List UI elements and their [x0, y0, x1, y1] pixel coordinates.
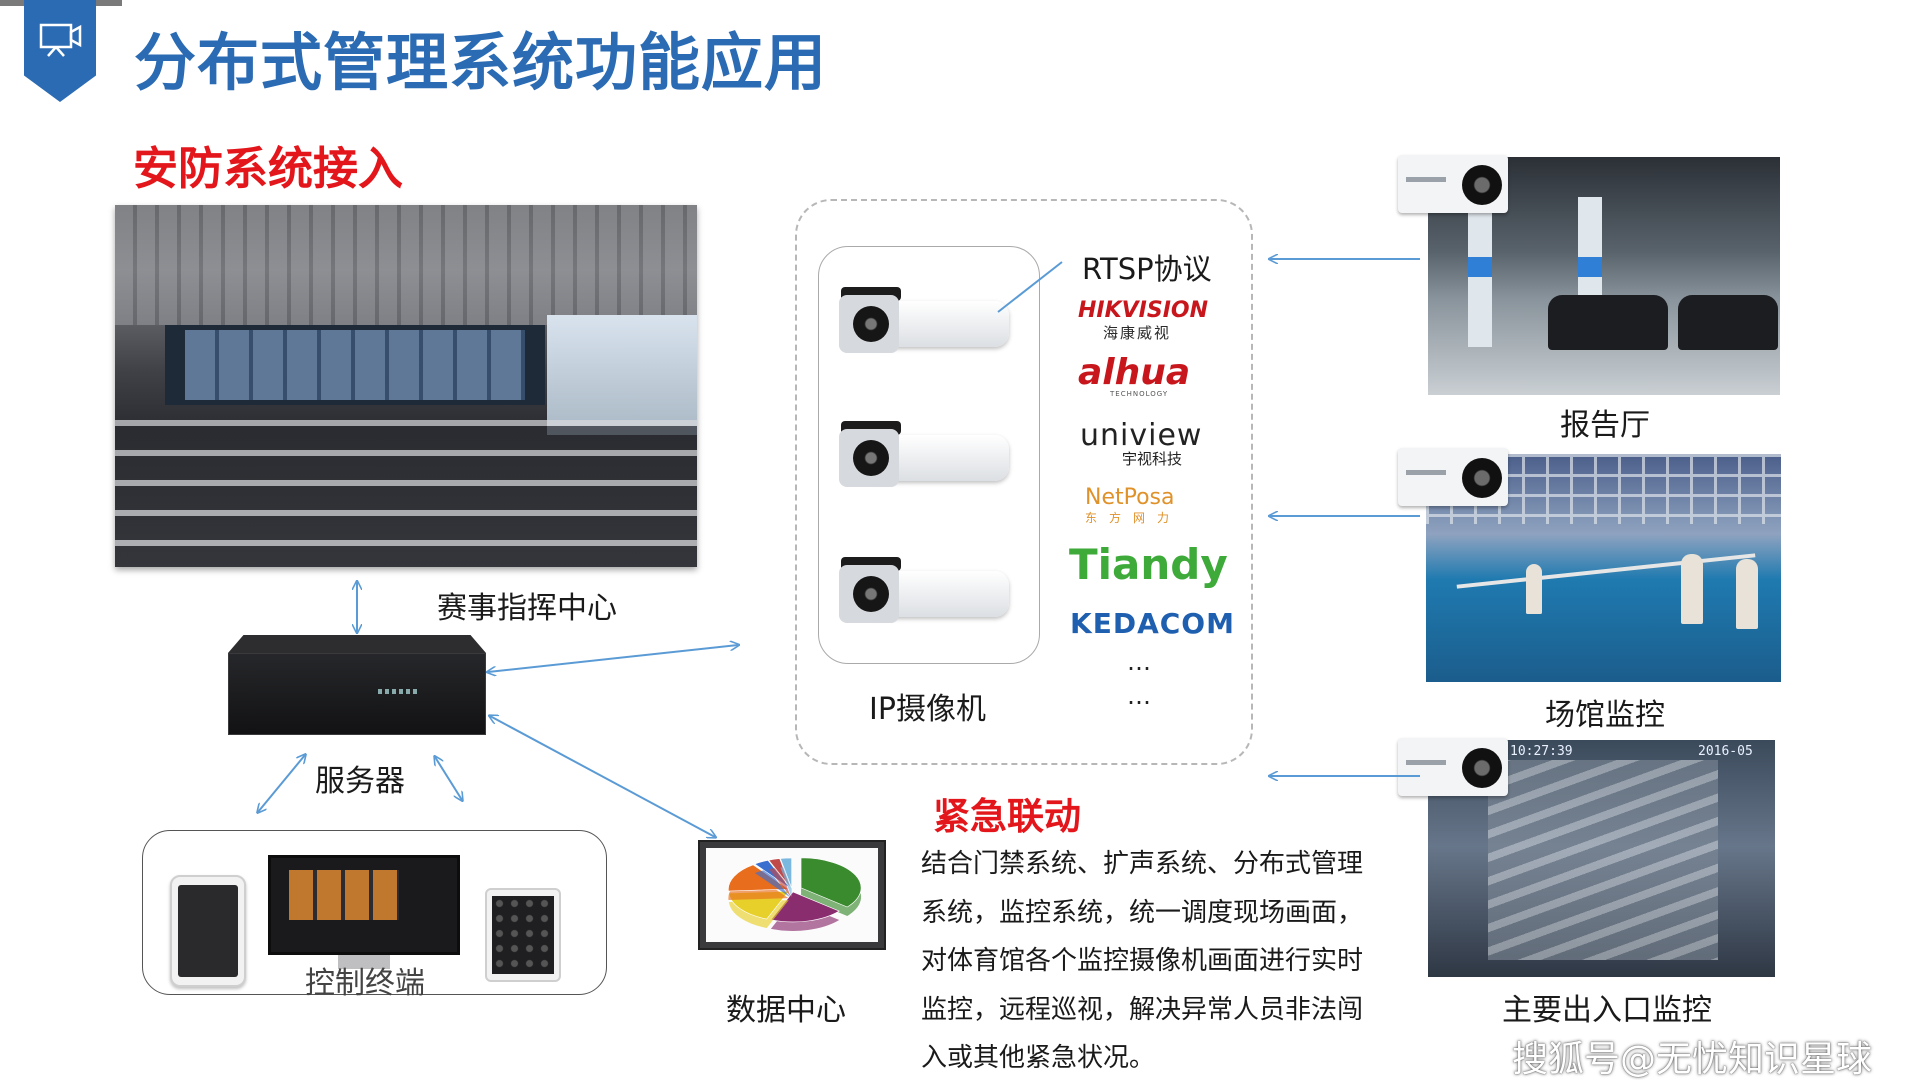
pie-slice	[800, 857, 862, 908]
emergency-title: 紧急联动	[933, 795, 1081, 838]
pie-slice	[779, 857, 792, 889]
camera-overlay-icon	[1398, 448, 1508, 506]
section-subtitle: 安防系统接入	[133, 142, 404, 195]
camera-overlay-icon	[1398, 155, 1508, 213]
report-hall-caption: 报告厅	[1560, 408, 1650, 443]
pie-slice-side	[754, 869, 791, 898]
arrow-server-datacenter	[490, 716, 715, 837]
monitor-terminal	[268, 855, 460, 977]
rtsp-pointer	[997, 261, 1063, 313]
netposa-logo-cn: 东方网力	[1085, 511, 1182, 525]
camera-group-frame	[795, 199, 1253, 765]
ip-camera-box	[818, 246, 1040, 664]
bullet-camera-3	[839, 557, 1009, 627]
hikvision-logo: HIKVISION	[1078, 298, 1209, 323]
tiandy-logo: Tiandy	[1069, 540, 1228, 589]
bullet-camera-1	[839, 287, 1009, 357]
venue-monitor-caption: 场馆监控	[1545, 698, 1665, 733]
pie-slice	[770, 891, 840, 923]
overlay-date: 2016-05	[1698, 744, 1753, 759]
more-vendors-ellipsis: …	[1127, 648, 1151, 676]
server-device	[228, 635, 486, 735]
control-terminal-caption: 控制终端	[305, 966, 425, 1001]
uniview-logo-cn: 宇视科技	[1122, 450, 1183, 468]
presentation-camera-icon	[39, 23, 82, 57]
kedacom-logo: KEDACOM	[1070, 607, 1235, 640]
dahua-logo: alhua	[1078, 352, 1191, 393]
ip-camera-caption: IP摄像机	[869, 692, 986, 727]
pie-slice	[768, 858, 792, 889]
page-title: 分布式管理系统功能应用	[134, 26, 828, 99]
uniview-logo: uniview	[1080, 418, 1203, 453]
emergency-line: 结合门禁系统、扩声系统、分布式管理	[921, 849, 1364, 879]
emergency-line: 对体育馆各个监控摄像机画面进行实时	[921, 946, 1364, 976]
pie-chart	[728, 857, 862, 931]
watermark: 搜狐号@无忧知识星球	[1512, 1039, 1873, 1080]
entrance-monitor-caption: 主要出入口监控	[1502, 993, 1712, 1028]
emergency-line: 系统，监控系统，统一调度现场画面，	[921, 897, 1364, 928]
rtsp-protocol-label: RTSP协议	[1082, 252, 1212, 286]
command-center-caption: 赛事指挥中心	[437, 591, 617, 626]
data-center-caption: 数据中心	[726, 993, 846, 1028]
emergency-description: 结合门禁系统、扩声系统、分布式管理 系统，监控系统，统一调度现场画面， 对体育馆…	[921, 840, 1391, 1080]
dahua-logo-sub: TECHNOLOGY	[1110, 390, 1169, 398]
pie-slice-side	[768, 867, 791, 898]
command-center-photo	[115, 205, 697, 567]
emergency-line: 入或其他紧急状况。	[921, 1043, 1156, 1073]
camera-overlay-icon	[1398, 738, 1508, 796]
arrow-server-terminal-left	[258, 755, 305, 812]
phone-terminal	[170, 875, 246, 987]
bullet-camera-2	[839, 421, 1009, 491]
keypad-terminal	[485, 888, 561, 982]
arrow-server-cameras	[488, 645, 738, 672]
more-vendors-ellipsis: …	[1127, 682, 1151, 710]
server-caption: 服务器	[315, 764, 405, 799]
arrow-server-terminal-right	[435, 757, 462, 800]
netposa-logo: NetPosa	[1085, 485, 1175, 510]
data-center-monitor	[698, 840, 886, 950]
entrance-monitor-photo: 10:27:39 2016-05	[1428, 740, 1775, 977]
control-terminal-group	[142, 830, 607, 995]
hikvision-logo-cn: 海康威视	[1103, 324, 1172, 342]
emergency-line: 监控，远程巡视，解决异常人员非法闯	[921, 994, 1364, 1025]
overlay-time: 10:27:39	[1510, 744, 1573, 759]
